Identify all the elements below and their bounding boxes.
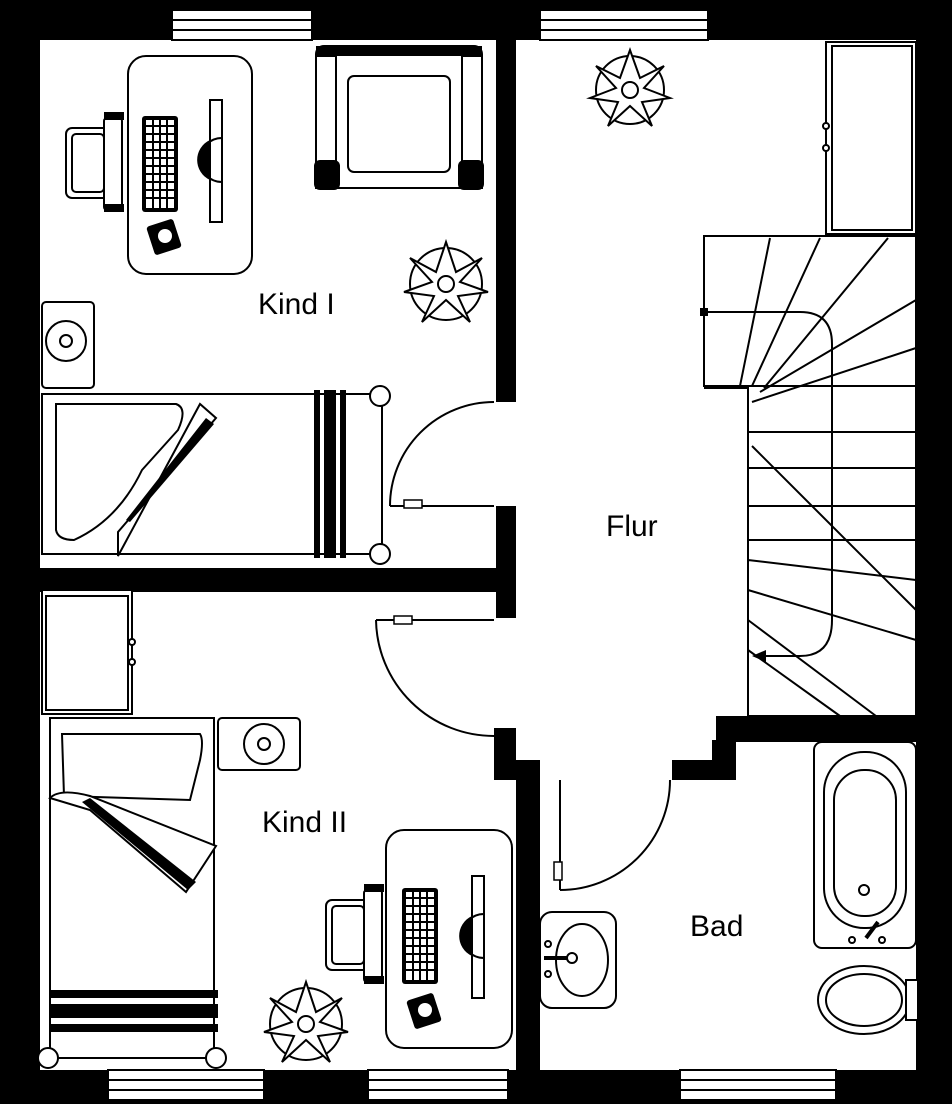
door-swing-icon — [553, 779, 671, 891]
doorway-kind1 — [494, 402, 518, 506]
mouse-icon — [406, 993, 442, 1029]
window-icon — [171, 9, 313, 41]
nightstand-lamp-icon — [41, 301, 95, 389]
toilet-icon — [817, 965, 919, 1035]
window-icon — [679, 1069, 837, 1101]
armchair-icon — [314, 45, 484, 190]
bed-icon — [41, 385, 391, 565]
room-label-kind2: Kind II — [262, 806, 347, 839]
office-chair-icon — [65, 112, 124, 212]
monitor-icon — [459, 875, 485, 999]
washbasin-icon — [539, 911, 617, 1009]
wardrobe-icon — [822, 41, 917, 235]
doorway-bad — [560, 778, 668, 782]
bed-icon — [37, 717, 227, 1069]
plant-icon — [263, 978, 349, 1063]
wardrobe-icon — [41, 589, 136, 715]
flur-lower-passage — [516, 712, 716, 744]
window-icon — [107, 1069, 265, 1101]
bad-upper-wall — [672, 720, 916, 780]
door-swing-icon — [375, 615, 495, 737]
plant-icon — [586, 47, 674, 127]
doorway-kind2 — [494, 618, 518, 730]
bathtub-icon — [813, 741, 917, 949]
flur-inner-wall — [494, 728, 540, 780]
keyboard-icon — [142, 116, 178, 212]
room-label-kind1: Kind I — [258, 288, 335, 321]
room-label-flur: Flur — [606, 510, 658, 543]
office-chair-icon — [325, 884, 384, 984]
window-icon — [539, 9, 709, 41]
credit-text: McGrundriss — [929, 960, 943, 1028]
plant-icon — [403, 238, 489, 323]
keyboard-icon — [402, 888, 438, 984]
staircase-icon — [700, 235, 917, 717]
room-label-bad: Bad — [690, 910, 743, 943]
nightstand-lamp-icon — [217, 717, 301, 771]
monitor-icon — [197, 99, 223, 223]
mouse-icon — [146, 219, 182, 255]
door-swing-icon — [389, 401, 495, 509]
window-icon — [367, 1069, 509, 1101]
